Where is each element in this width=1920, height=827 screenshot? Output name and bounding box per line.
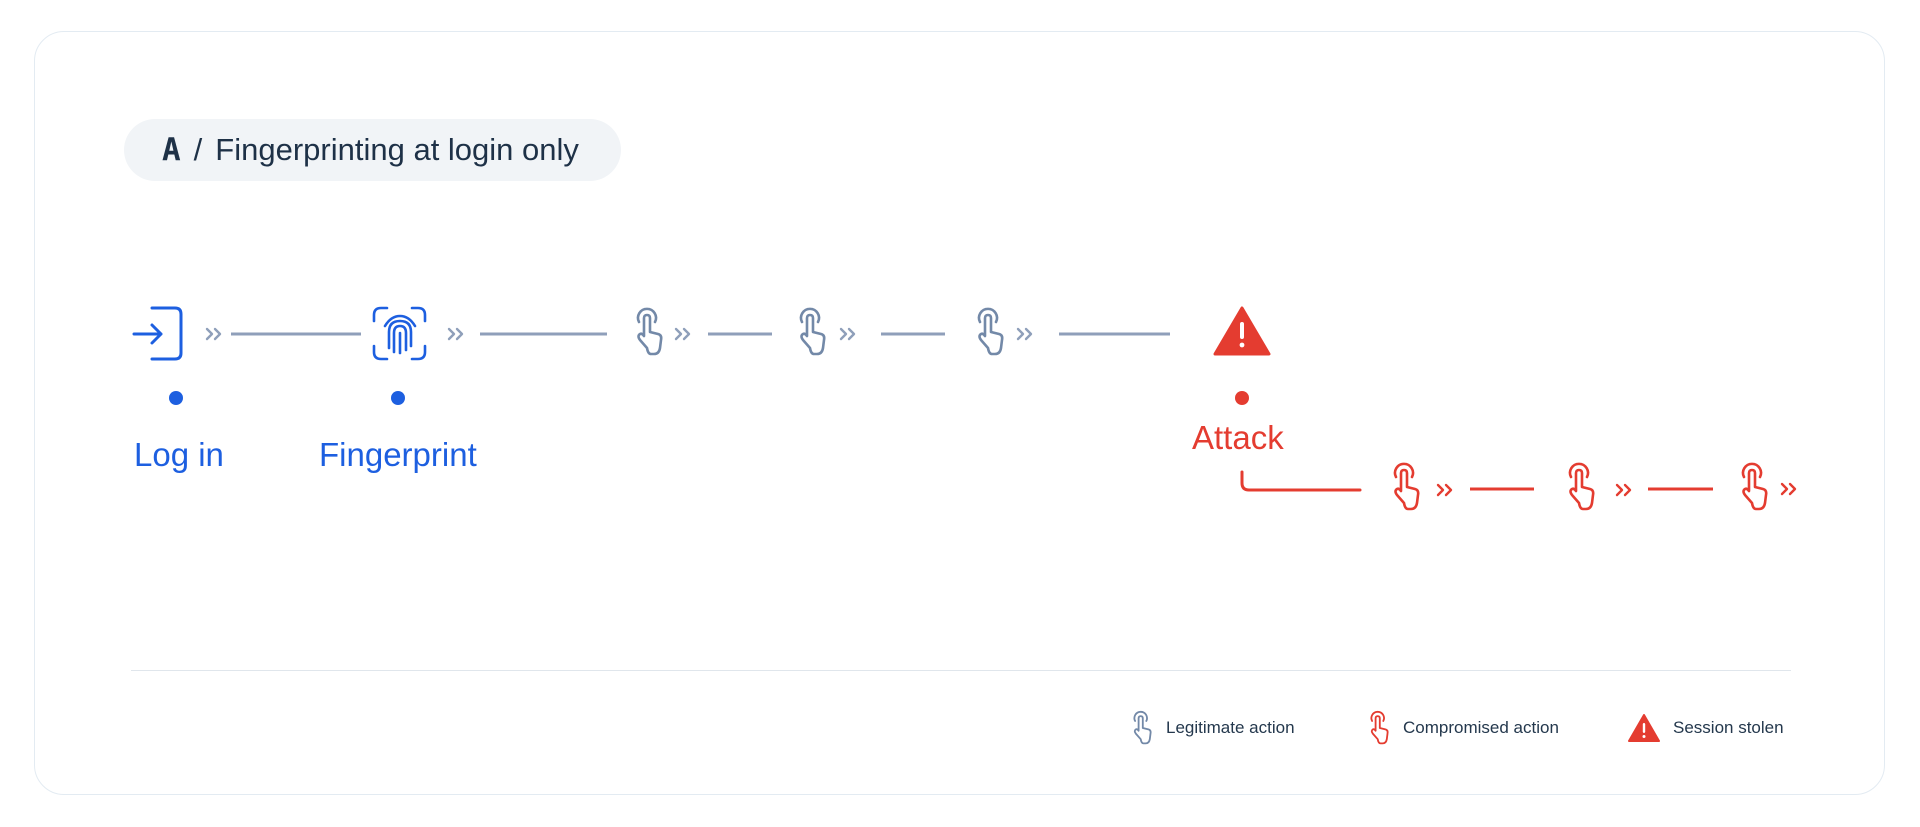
fingerprint-icon (372, 306, 427, 361)
section-letter: A (162, 132, 181, 168)
login-icon (132, 306, 183, 361)
legend-legitimate: Legitimate action (1126, 707, 1295, 749)
legend-compromised-label: Compromised action (1403, 718, 1559, 737)
compromised-hand-icon (1568, 462, 1595, 511)
warning-icon (1213, 306, 1271, 356)
chevron-double-right-icon (205, 327, 222, 341)
legend-legitimate-label: Legitimate action (1166, 718, 1295, 737)
chevron-double-right-icon (674, 327, 691, 341)
legend-stolen-label: Session stolen (1673, 718, 1784, 737)
warning-icon (1628, 714, 1660, 742)
chevron-double-right-icon (447, 327, 464, 341)
section-title: A / Fingerprinting at login only (124, 119, 621, 181)
compromised-hand-icon (1393, 462, 1420, 511)
compromised-hand-icon (1741, 462, 1768, 511)
attack-branch-line (1240, 470, 1362, 492)
tap-hand-icon (977, 307, 1004, 356)
login-label: Log in (134, 436, 224, 473)
chevron-double-right-icon (1016, 327, 1033, 341)
attack-dot (1235, 391, 1249, 405)
title-separator: / (193, 132, 203, 167)
compromised-hand-icon (1370, 710, 1389, 745)
login-dot (169, 391, 183, 405)
tap-hand-icon (1133, 710, 1152, 745)
chevron-double-right-icon (1436, 483, 1453, 497)
fingerprint-dot (391, 391, 405, 405)
chevron-double-right-icon (839, 327, 856, 341)
section-title-text: Fingerprinting at login only (215, 132, 579, 167)
attack-label: Attack (1192, 419, 1284, 456)
fingerprint-label: Fingerprint (319, 436, 477, 473)
tap-hand-icon (636, 307, 663, 356)
tap-hand-icon (799, 307, 826, 356)
chevron-double-right-icon (1780, 482, 1797, 496)
legend-stolen: Session stolen (1627, 707, 1784, 749)
divider (131, 670, 1791, 671)
chevron-double-right-icon (1615, 483, 1632, 497)
legend-compromised: Compromised action (1363, 707, 1559, 749)
